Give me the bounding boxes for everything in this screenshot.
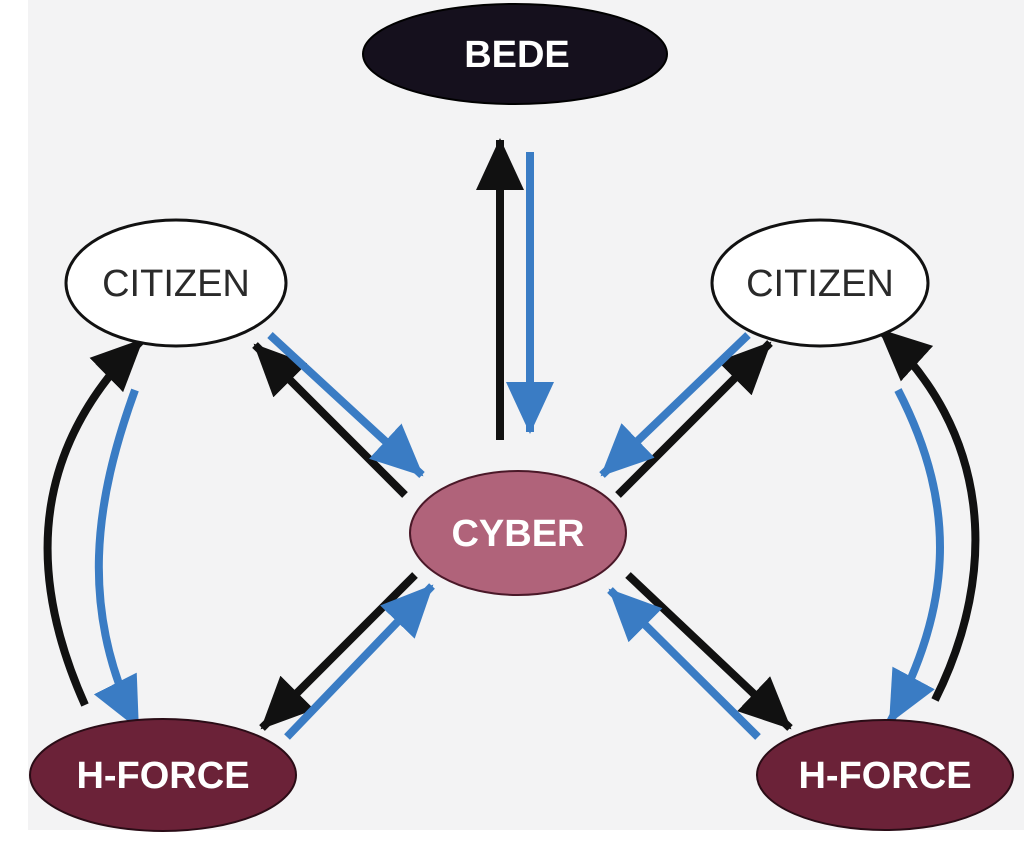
node-bede-label: BEDE: [464, 34, 570, 76]
node-hforce-left: H-FORCE: [29, 718, 297, 832]
arrow-hforce-right-to-cyber: [607, 587, 761, 740]
arrow-hforce-left-to-citizen-left: [43, 337, 145, 707]
node-hforce-right: H-FORCE: [756, 719, 1014, 831]
node-citizen-left-label: CITIZEN: [102, 263, 250, 305]
arrow-citizen-left-to-cyber: [267, 332, 425, 478]
node-cyber-label: CYBER: [451, 513, 584, 555]
node-hforce-right-label: H-FORCE: [798, 755, 971, 797]
arrow-hforce-right-to-citizen-right: [877, 327, 980, 702]
arrow-citizen-left-to-hforce-left: [93, 388, 142, 730]
arrows: [43, 138, 980, 740]
node-citizen-right: CITIZEN: [710, 218, 930, 348]
node-citizen-left: CITIZEN: [64, 218, 288, 348]
node-citizen-left-shape: [64, 218, 288, 348]
node-cyber-shape: [409, 470, 627, 596]
node-bede-shape: [362, 3, 668, 105]
arrow-citizen-right-to-cyber: [599, 332, 751, 478]
node-cyber: CYBER: [409, 470, 627, 596]
arrow-hforce-left-to-cyber: [284, 583, 435, 740]
node-hforce-left-shape: [29, 718, 297, 832]
node-bede: BEDE: [362, 3, 668, 105]
node-hforce-left-label: H-FORCE: [76, 755, 249, 797]
node-hforce-right-shape: [756, 719, 1014, 831]
node-citizen-right-shape: [710, 218, 930, 348]
node-citizen-right-label: CITIZEN: [746, 263, 894, 305]
arrow-citizen-right-to-hforce-right: [886, 388, 944, 724]
